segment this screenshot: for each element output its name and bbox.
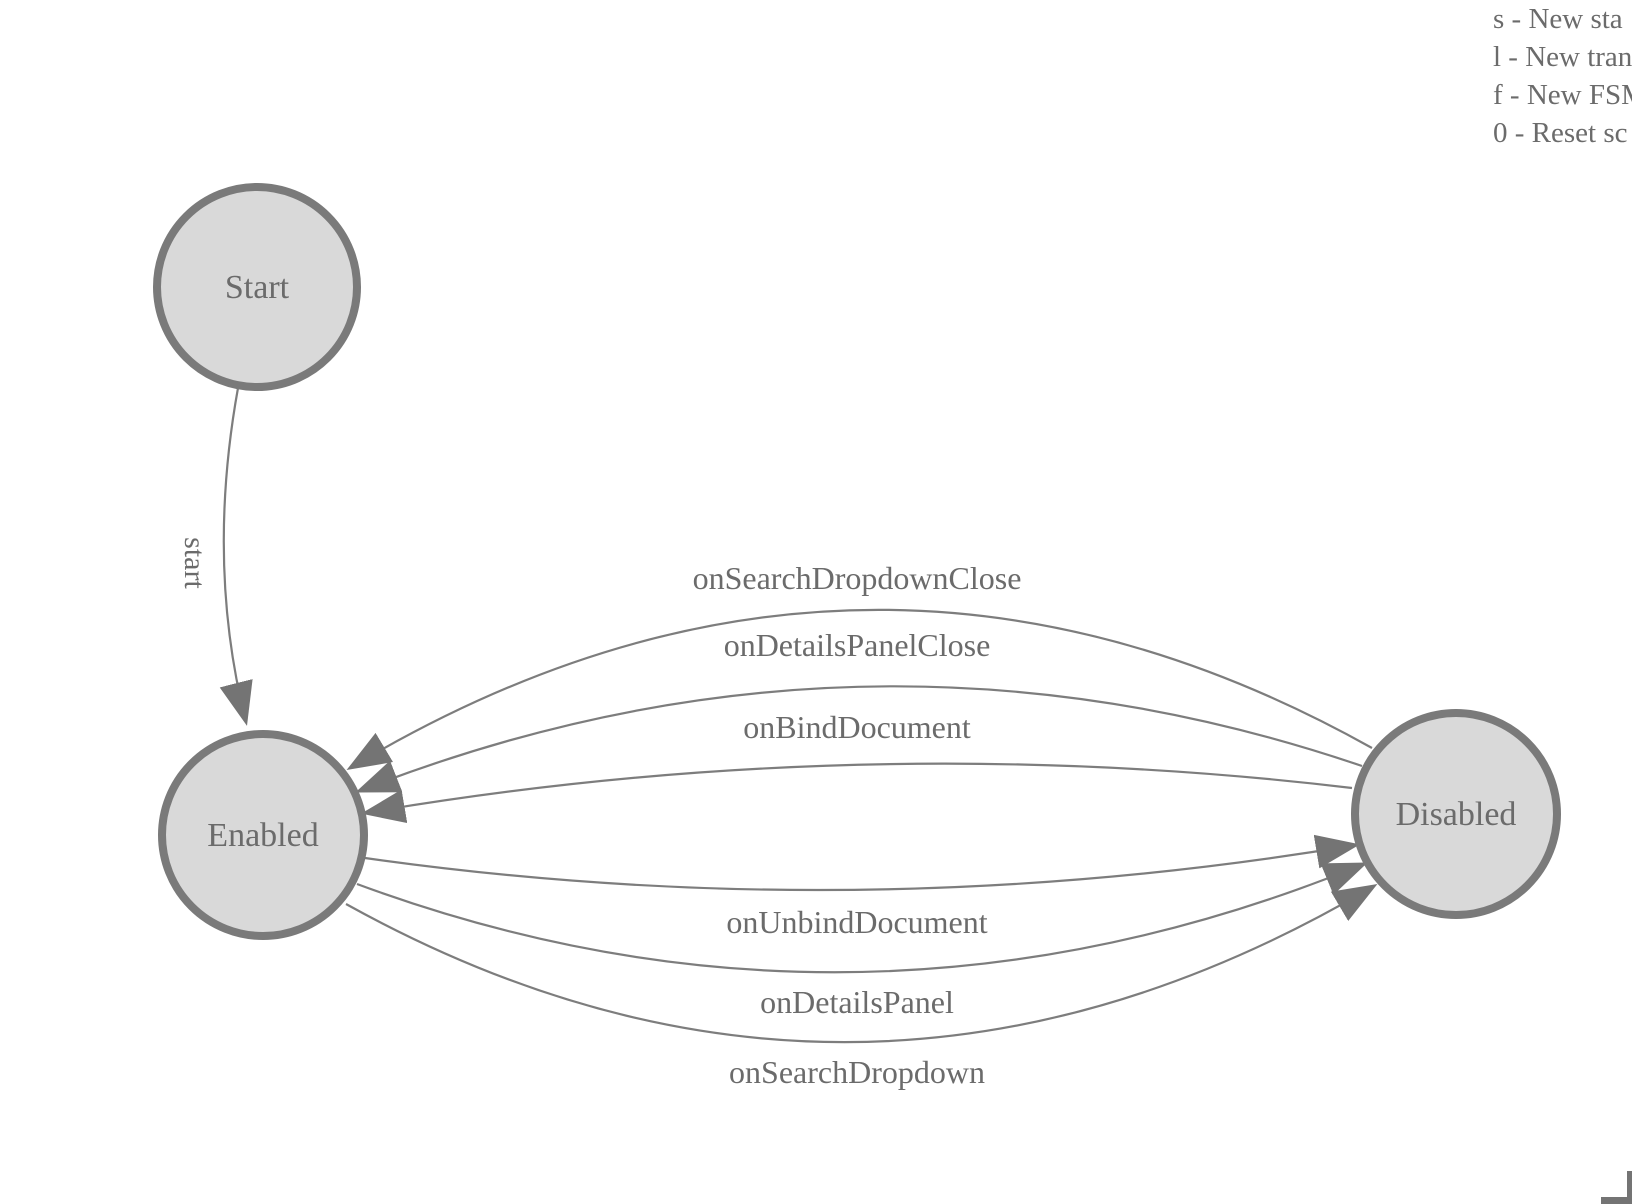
legend-line-reset: 0 - Reset sc bbox=[1493, 117, 1628, 149]
edge-label-onbinddocument: onBindDocument bbox=[743, 709, 971, 745]
edge-label-start: start bbox=[178, 537, 211, 589]
state-label-enabled: Enabled bbox=[207, 817, 318, 854]
edge-onsearchdropdown bbox=[345, 883, 1378, 1044]
edge-ondetailspanelclose bbox=[355, 685, 1363, 793]
state-node-enabled[interactable]: Enabled bbox=[158, 730, 368, 940]
edge-onsearchdropdownclose bbox=[346, 608, 1373, 771]
corner-shape-vertical-bar bbox=[1627, 1171, 1632, 1204]
state-circle-enabled[interactable] bbox=[158, 730, 368, 940]
state-node-start[interactable]: Start bbox=[153, 183, 361, 391]
legend-line-new-state: s - New sta bbox=[1493, 3, 1623, 35]
edge-label-onsearchdropdownclose: onSearchDropdownClose bbox=[693, 560, 1022, 596]
legend-line-new-transition: l - New tran bbox=[1493, 41, 1632, 73]
state-circle-start[interactable] bbox=[153, 183, 361, 391]
state-circle-disabled[interactable] bbox=[1351, 709, 1561, 919]
transition-labels: start onSearchDropdownClose onDetailsPan… bbox=[178, 537, 1021, 1090]
edge-label-ondetailspanelclose: onDetailsPanelClose bbox=[724, 627, 991, 663]
edge-label-onunbinddocument: onUnbindDocument bbox=[726, 904, 987, 940]
edge-onunbinddocument bbox=[364, 834, 1360, 892]
offscreen-corner-shape bbox=[1601, 1171, 1632, 1204]
state-label-start: Start bbox=[225, 269, 290, 306]
edge-ondetailspanel bbox=[356, 862, 1368, 974]
edge-label-ondetailspanel: onDetailsPanel bbox=[760, 984, 954, 1020]
edge-start-to-enabled bbox=[219, 387, 253, 726]
edge-label-onsearchdropdown: onSearchDropdown bbox=[729, 1054, 985, 1090]
state-label-disabled: Disabled bbox=[1396, 796, 1517, 833]
edge-onbinddocument bbox=[361, 762, 1353, 824]
shortcut-legend: s - New sta l - New tran f - New FSM 0 -… bbox=[1493, 3, 1632, 149]
corner-shape-horizontal-bar bbox=[1601, 1197, 1632, 1204]
transition-edges bbox=[219, 387, 1378, 1044]
legend-line-new-fsm: f - New FSM bbox=[1493, 79, 1632, 111]
state-node-disabled[interactable]: Disabled bbox=[1351, 709, 1561, 919]
